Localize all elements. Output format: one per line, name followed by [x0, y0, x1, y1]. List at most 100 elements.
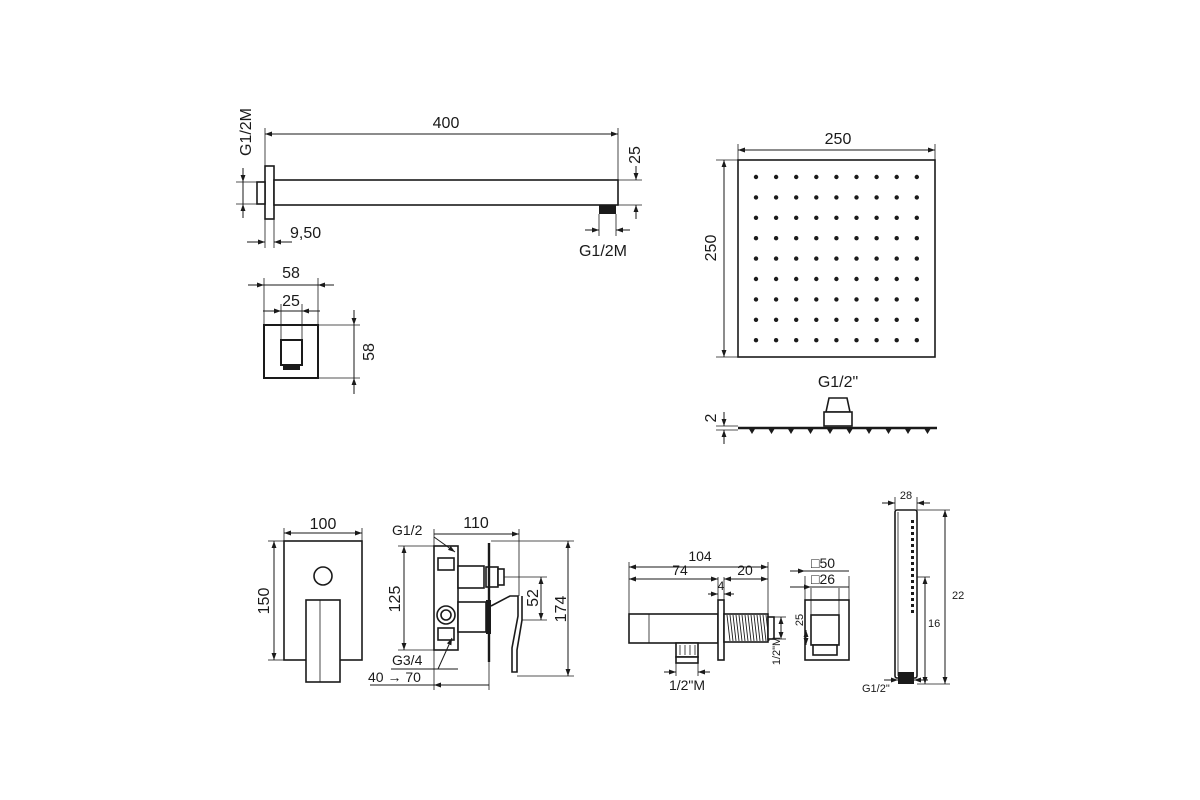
nozzle-dot	[753, 215, 759, 220]
nozzle-dot	[874, 174, 879, 180]
hand-nozzle	[911, 604, 914, 607]
outlet-front-body	[810, 614, 840, 646]
hand-nozzle	[911, 550, 914, 553]
nozzle-dot	[914, 174, 919, 180]
nozzle-dot	[834, 256, 839, 261]
mixer-lever-profile	[490, 595, 523, 673]
thread-line	[732, 614, 737, 642]
nozzle-dot	[753, 338, 759, 343]
thread-line	[735, 614, 740, 642]
hand-shower-thread	[898, 672, 914, 684]
mixer-overall-height-label: 174	[553, 596, 570, 623]
nozzle-dot	[814, 236, 819, 241]
nozzle-dot	[794, 236, 799, 241]
shower-head-connector-nut	[825, 397, 851, 413]
thread-line	[744, 614, 749, 642]
nozzle-dot	[753, 174, 759, 180]
hand-nozzle	[911, 610, 914, 613]
nozzle-dot	[773, 317, 779, 322]
nozzle-dot	[773, 174, 779, 180]
nozzle-dot	[914, 276, 919, 282]
nozzle-dot	[854, 317, 859, 322]
flange-outer-width-label: 58	[282, 265, 300, 282]
shower-head-profile-nozzles	[749, 429, 931, 434]
nozzle-dot	[794, 276, 799, 282]
flange-inner-width-label: 25	[282, 293, 300, 310]
nozzle-dot	[814, 195, 819, 200]
thread-line	[750, 614, 755, 642]
nozzle-dot	[794, 215, 799, 220]
nozzle-dot	[773, 195, 779, 200]
hand-nozzle	[911, 568, 914, 571]
nozzle-dot	[834, 317, 839, 322]
nozzle-dot	[874, 256, 879, 261]
mixer-body-height-label: 125	[387, 586, 404, 613]
nozzle-dot	[794, 297, 799, 302]
outlet-thread-length-label: 20	[737, 562, 753, 578]
outlet-height-label: 25	[794, 614, 806, 626]
nozzle-dot	[773, 236, 779, 241]
nozzle-dot	[894, 297, 899, 302]
mixer-embed-range-label: 40 → 70	[368, 669, 421, 685]
nozzle-dot	[894, 215, 899, 220]
nozzle-dot	[854, 195, 859, 200]
nozzle-dot	[894, 236, 899, 241]
hand-nozzle	[911, 532, 914, 535]
nozzle-dot	[834, 215, 839, 220]
outlet-flange-thickness-label: 4	[718, 579, 725, 593]
nozzle-dot	[874, 236, 879, 241]
outlet-square-outer-label: □50	[811, 555, 835, 571]
outlet-body	[628, 613, 719, 644]
nozzle-dot	[874, 338, 879, 343]
thread-line	[726, 614, 731, 642]
nozzle-dot	[753, 297, 759, 302]
outlet-bottom-thread-label: 1/2"M	[669, 677, 705, 693]
nozzle-dot	[814, 174, 819, 180]
hand-nozzle	[911, 574, 914, 577]
thread-line	[729, 614, 734, 642]
profile-nozzle	[924, 429, 931, 434]
nozzle-dot	[894, 256, 899, 261]
wall-flange-view: 58 25 58	[248, 265, 378, 394]
nozzle-dot	[834, 174, 839, 180]
profile-nozzle	[885, 429, 892, 434]
arm-wall-offset-label: 9,50	[290, 225, 321, 242]
profile-nozzle	[788, 429, 794, 434]
profile-nozzle	[827, 429, 833, 434]
nozzle-dot	[814, 317, 819, 322]
nozzle-dot	[794, 195, 799, 200]
nozzle-dot	[834, 338, 839, 343]
nozzle-dot	[753, 256, 759, 261]
profile-nozzle	[846, 429, 853, 434]
arm-wall-thread-label: G1/2M	[238, 108, 255, 156]
nozzle-dot	[894, 174, 899, 180]
arm-wall-nipple	[256, 181, 266, 205]
mixer-cartridge	[457, 601, 487, 633]
nozzle-dot	[814, 215, 819, 220]
arm-outlet-thread	[599, 205, 616, 214]
profile-nozzle	[768, 429, 775, 434]
hand-nozzle	[911, 598, 914, 601]
nozzle-dot	[894, 276, 899, 282]
nozzle-dot	[874, 215, 879, 220]
shower-head-width-label: 250	[825, 131, 852, 148]
hand-shower-thread-label: G1/2"	[862, 683, 890, 695]
hand-shower-view: 28 22 16 G1/2"	[862, 490, 964, 695]
nozzle-dot	[874, 276, 879, 282]
hand-nozzle	[911, 580, 914, 583]
nozzle-dot	[814, 338, 819, 343]
shower-head-thickness-label: 2	[703, 413, 720, 422]
mixer-outlet-thread-label: G3/4	[392, 652, 423, 668]
nozzle-dot	[773, 276, 779, 282]
flange-nipple	[283, 364, 300, 370]
profile-nozzle	[807, 429, 814, 434]
nozzle-dot	[894, 338, 899, 343]
mixer-diverter-knob	[313, 566, 333, 586]
nozzle-dot	[794, 338, 799, 343]
thread-line	[753, 614, 758, 642]
nozzle-dot	[773, 215, 779, 220]
shower-head-nozzles	[753, 174, 919, 343]
nozzle-dot	[794, 256, 799, 261]
nozzle-dot	[894, 195, 899, 200]
